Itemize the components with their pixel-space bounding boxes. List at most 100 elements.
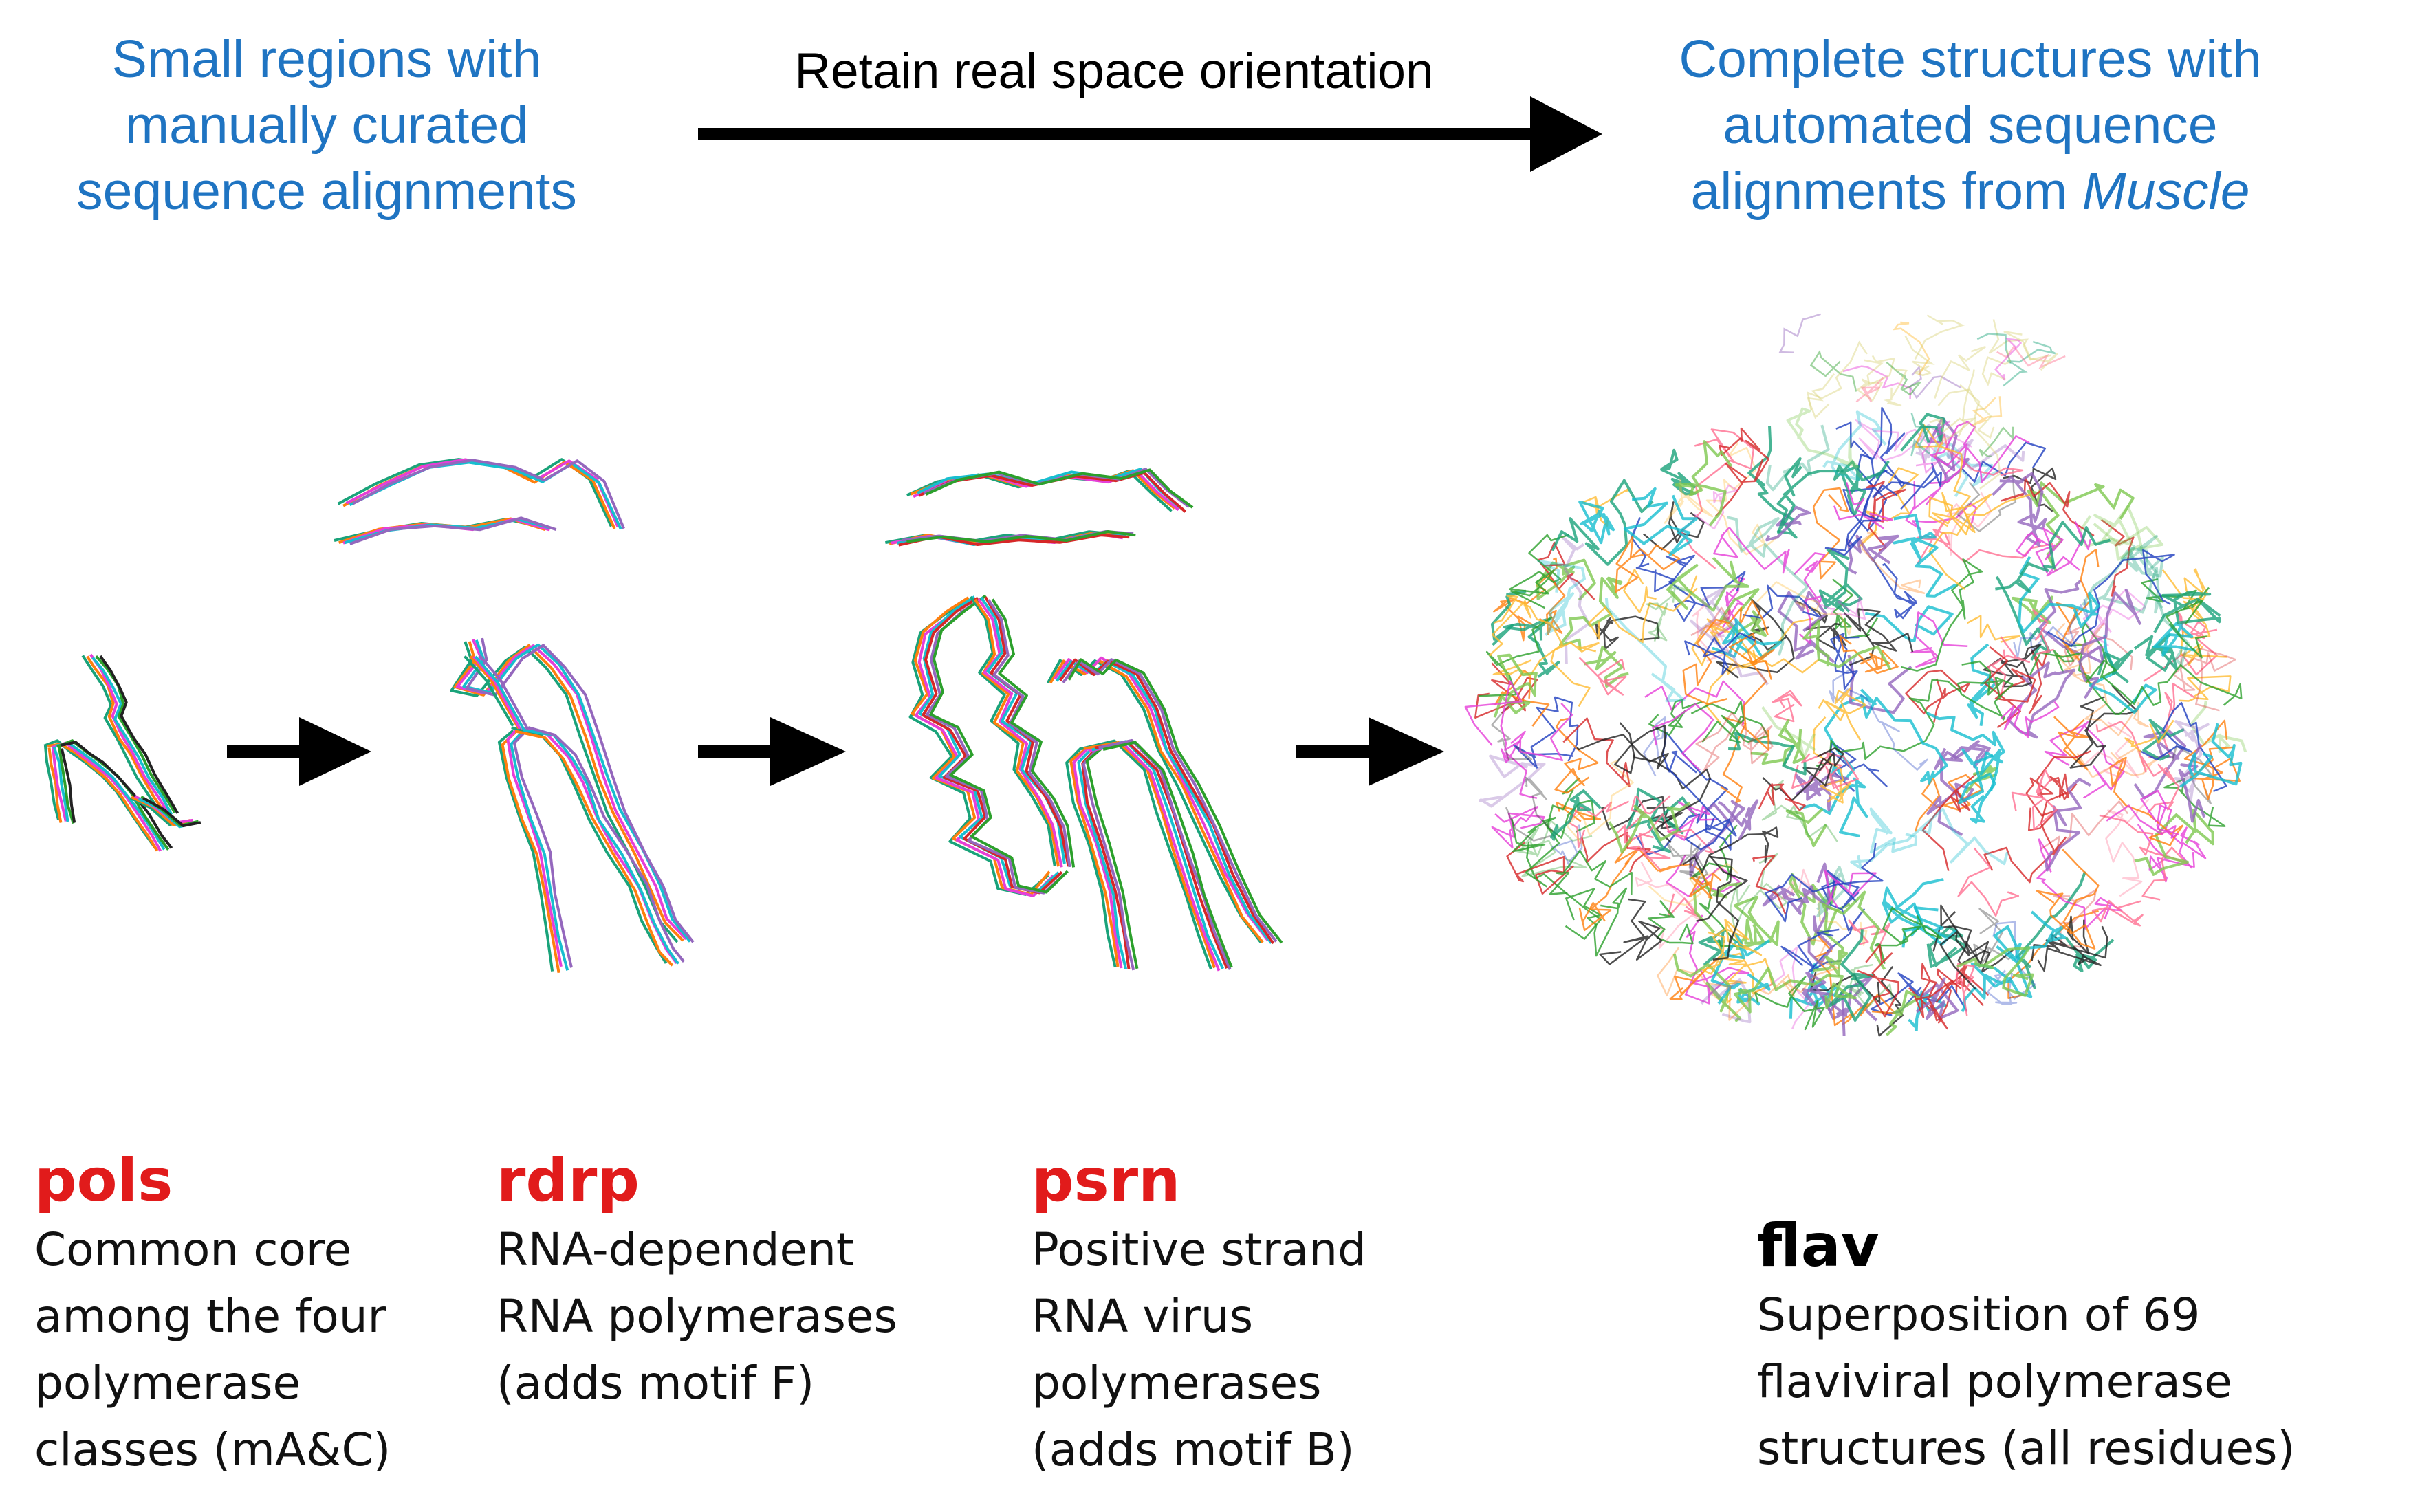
backbone-trace bbox=[501, 730, 560, 974]
superposed-trace bbox=[1729, 853, 1788, 930]
superposed-trace bbox=[2106, 789, 2179, 839]
superposed-trace bbox=[1939, 904, 1990, 990]
step-arrow-2 bbox=[698, 717, 846, 786]
right-heading-line-2: automated sequence bbox=[1723, 96, 2218, 155]
backbone-trace bbox=[469, 655, 520, 730]
superposed-trace bbox=[1672, 954, 1742, 1022]
superposed-trace bbox=[1488, 600, 1532, 657]
superposed-trace bbox=[1937, 388, 1995, 439]
backbone-trace bbox=[1069, 747, 1120, 967]
superposed-trace bbox=[2105, 798, 2150, 897]
backbone-trace bbox=[338, 517, 546, 544]
backbone-trace bbox=[974, 598, 1060, 867]
superposed-trace bbox=[1692, 602, 1730, 662]
superposed-trace bbox=[1550, 642, 1600, 708]
superposed-trace bbox=[2133, 633, 2179, 672]
backbone-trace bbox=[1083, 741, 1216, 969]
backbone-trace bbox=[991, 598, 1076, 868]
superposed-trace bbox=[1491, 701, 1533, 760]
superposed-trace bbox=[1623, 569, 1657, 613]
superposed-trace bbox=[1876, 965, 1904, 1037]
superposed-trace bbox=[1827, 929, 1875, 1022]
superposed-trace bbox=[1910, 413, 1932, 457]
backbone-trace bbox=[60, 748, 76, 823]
description-line: (adds motif F) bbox=[497, 1357, 815, 1410]
backbone-trace bbox=[478, 654, 530, 731]
superposed-trace bbox=[1599, 898, 1663, 965]
superposed-trace bbox=[2064, 936, 2115, 973]
pols-structure-traces bbox=[43, 653, 201, 852]
superposed-trace bbox=[1505, 776, 1558, 842]
superposed-trace bbox=[1626, 787, 1696, 853]
superposed-trace bbox=[1978, 426, 2014, 457]
backbone-trace bbox=[514, 730, 674, 967]
backbone-trace bbox=[1067, 658, 1283, 944]
superposed-trace bbox=[1807, 340, 1868, 410]
superposed-trace bbox=[1799, 777, 1868, 837]
superposed-trace bbox=[1630, 517, 1677, 593]
superposed-trace bbox=[1857, 944, 1899, 1018]
superposed-trace bbox=[1995, 521, 2111, 593]
superposed-trace bbox=[2174, 720, 2210, 803]
backbone-trace bbox=[969, 595, 1056, 866]
backbone-trace bbox=[142, 796, 201, 827]
superposed-trace bbox=[1916, 521, 2053, 565]
superposed-trace bbox=[2038, 579, 2082, 655]
superposed-trace bbox=[2031, 925, 2108, 961]
superposed-trace bbox=[1644, 680, 1745, 726]
superposed-trace bbox=[1624, 795, 1671, 842]
superposed-trace bbox=[1719, 588, 1767, 637]
superposed-trace bbox=[1772, 690, 1802, 723]
superposed-trace bbox=[1794, 773, 1849, 811]
backbone-trace bbox=[987, 599, 1071, 868]
superposed-trace bbox=[2165, 599, 2207, 659]
superposed-trace bbox=[1578, 860, 1630, 932]
superposed-trace bbox=[2093, 505, 2144, 551]
orientation-label: Retain real space orientation bbox=[794, 43, 1434, 99]
panel-description: Superposition of 69 flaviviral polymeras… bbox=[1757, 1282, 2295, 1482]
superposed-trace bbox=[1695, 712, 1774, 771]
backbone-trace bbox=[1088, 743, 1221, 972]
description-line: (adds motif B) bbox=[1032, 1423, 1355, 1476]
orientation-arrow bbox=[698, 96, 1602, 172]
superposed-trace bbox=[1910, 611, 1968, 668]
superposed-trace bbox=[1846, 534, 1899, 575]
superposed-trace bbox=[1700, 978, 1752, 1024]
description-line: polymerases bbox=[1032, 1357, 1322, 1410]
right-heading-line-1: Complete structures with bbox=[1679, 30, 2262, 89]
superposed-trace bbox=[1696, 826, 1779, 922]
backbone-trace bbox=[51, 745, 67, 822]
superposed-trace bbox=[1955, 963, 1975, 1016]
superposed-trace bbox=[1928, 496, 1953, 527]
backbone-trace bbox=[1049, 659, 1264, 943]
superposed-trace bbox=[1842, 365, 1912, 399]
superposed-trace bbox=[1835, 421, 1888, 532]
superposed-trace bbox=[1794, 552, 1826, 645]
superposed-trace bbox=[1691, 618, 1758, 669]
superposed-trace bbox=[1855, 419, 1972, 462]
superposed-trace bbox=[2178, 743, 2206, 823]
superposed-trace bbox=[1830, 633, 1860, 690]
superposed-trace bbox=[1833, 482, 1894, 529]
superposed-trace bbox=[2028, 646, 2049, 714]
superposed-trace bbox=[1780, 928, 1840, 969]
superposed-trace bbox=[1967, 615, 2020, 643]
superposed-trace bbox=[1762, 946, 1811, 1029]
description-line: Superposition of 69 bbox=[1757, 1289, 2201, 1341]
backbone-trace bbox=[352, 459, 625, 529]
superposed-trace bbox=[2037, 945, 2102, 972]
superposed-trace bbox=[1913, 963, 1954, 1030]
backbone-trace bbox=[47, 747, 63, 823]
superposed-trace bbox=[1806, 373, 1835, 419]
superposed-trace bbox=[1550, 789, 1602, 841]
superposed-trace bbox=[1750, 719, 1806, 767]
superposed-trace bbox=[1608, 802, 1691, 854]
superposed-trace bbox=[1957, 660, 2014, 721]
superposed-trace bbox=[1479, 754, 1546, 808]
superposed-trace bbox=[1752, 855, 1787, 914]
panel-pols-caption: pols Common core among the four polymera… bbox=[34, 1145, 391, 1483]
superposed-trace bbox=[2007, 910, 2099, 999]
superposed-trace bbox=[1976, 333, 2028, 387]
superposed-trace bbox=[1957, 847, 2020, 917]
superposed-trace bbox=[1627, 833, 1671, 871]
